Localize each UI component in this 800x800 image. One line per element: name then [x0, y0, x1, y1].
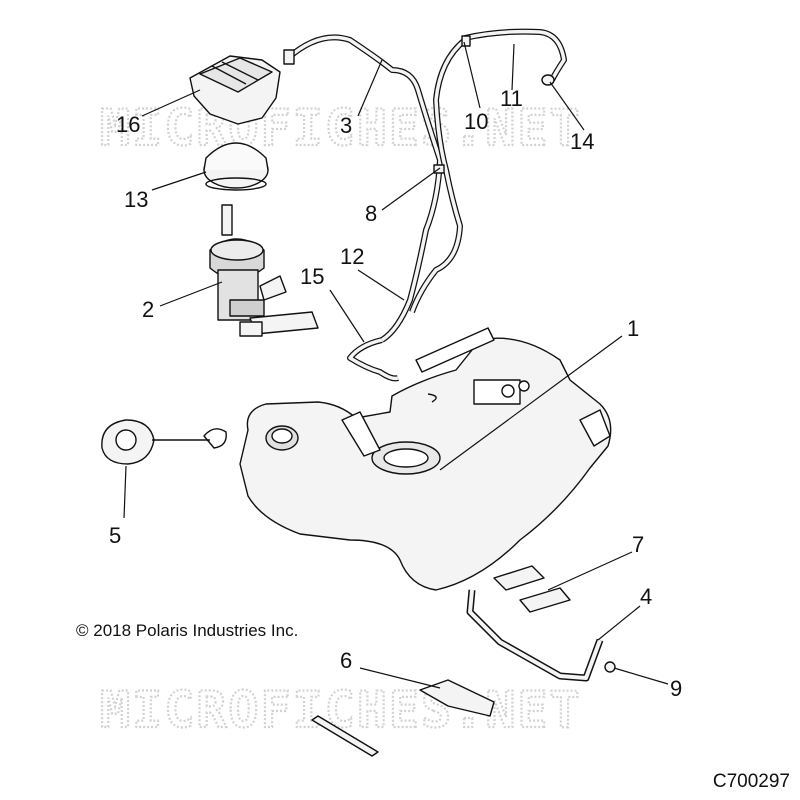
vent-fitting-part — [283, 49, 295, 65]
hose-clamp-part-2 — [461, 35, 471, 47]
callout-3: 3 — [340, 113, 353, 138]
callout-15: 15 — [300, 264, 325, 289]
pump-cover-part — [189, 55, 281, 125]
tank-strap-part — [466, 589, 604, 682]
callout-11: 11 — [500, 86, 523, 111]
callout-2: 2 — [142, 297, 155, 322]
fuel-cap-part — [101, 419, 227, 465]
callout-6: 6 — [340, 648, 353, 673]
vent-lines-part — [286, 28, 567, 382]
check-valve-part — [541, 74, 555, 86]
callout-9: 9 — [670, 676, 683, 701]
fuel-tank-part — [239, 327, 612, 591]
callout-7: 7 — [632, 532, 645, 557]
fuel-pump-part — [209, 204, 319, 337]
callout-5: 5 — [109, 523, 122, 548]
callout-16: 16 — [116, 112, 141, 137]
callout-1: 1 — [627, 316, 640, 341]
watermark-top: MICROFICHES.NET — [100, 99, 582, 157]
pad-strip-part — [419, 679, 495, 717]
callout-14: 14 — [570, 129, 595, 154]
diagram-code: C700297 — [712, 771, 790, 792]
retainer-part — [604, 661, 616, 673]
leader-lines — [123, 41, 669, 689]
callout-8: 8 — [365, 201, 378, 226]
pump-cap-part — [203, 142, 269, 191]
callout-13: 13 — [124, 187, 149, 212]
pads-part — [493, 565, 571, 613]
copyright-notice: © 2018 Polaris Industries Inc. — [76, 621, 299, 640]
strip-part — [311, 715, 379, 757]
callout-12: 12 — [340, 244, 365, 269]
callout-4: 4 — [640, 584, 653, 609]
callout-10: 10 — [464, 109, 489, 134]
